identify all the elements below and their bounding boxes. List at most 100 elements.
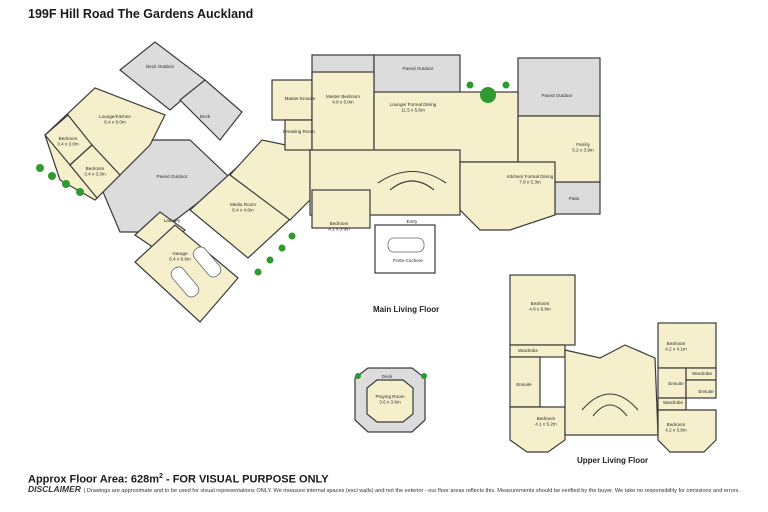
tree-g1	[254, 268, 262, 276]
room-name: Ensuite	[516, 382, 532, 387]
room-name: Wardrobe	[663, 400, 683, 405]
room-dimensions: 6.4 x 6.8m	[169, 257, 191, 262]
room-name: Bedroom	[86, 166, 105, 171]
room-name: Garage	[172, 251, 188, 256]
disclaimer-text: | Drawings are approximate and to be use…	[83, 488, 741, 494]
room-label-ensuite-u1: Ensuite	[516, 382, 532, 387]
room-dimensions: 6.4 x 4.6m	[232, 208, 254, 213]
room-dimensions: 6.4 x 6.0m	[104, 120, 126, 125]
room-label-master-ensuite: Master Ensuite	[285, 96, 316, 101]
room-name: Kitchen/ Formal Dining	[507, 174, 554, 179]
bedroom-main-floor	[311, 189, 371, 229]
main-floor-label: Main Living Floor	[373, 305, 440, 314]
dressing-room-floor	[284, 119, 313, 151]
car-garage-2	[192, 246, 222, 278]
ensuite-u3-floor	[657, 367, 687, 399]
room-name: Ensuite	[698, 389, 714, 394]
room-name: Paved Outdoor	[542, 93, 573, 98]
room-name: Wardrobe	[518, 348, 538, 353]
room-label-paved-outdoor-n: Paved Outdoor	[403, 66, 434, 71]
room-name: Paved Outdoor	[157, 174, 188, 179]
room-name: Deck	[382, 374, 393, 379]
room-name: Deck Outdoor	[146, 64, 175, 69]
tree-pr1	[355, 373, 361, 379]
ensuite-u4-floor	[685, 379, 717, 399]
floor-area: Approx Floor Area: 628m2 - FOR VISUAL PU…	[28, 473, 329, 486]
room-name: Bedroom	[59, 136, 78, 141]
room-label-wardrobe-u1: Wardrobe	[518, 348, 538, 353]
room-label-patio: Patio	[569, 196, 580, 201]
upper-staircase-inner	[592, 404, 628, 417]
room-name: Praying Room	[375, 394, 404, 399]
room-name: Lounge/ Formal Dining	[390, 102, 437, 107]
bedroom-u3-floor	[657, 322, 717, 369]
room-name: Patio	[569, 196, 580, 201]
room-label-deck-outdoor: Deck Outdoor	[146, 64, 175, 69]
tree-w3	[62, 180, 70, 188]
tree-w4	[76, 188, 84, 196]
room-name: Wardrobe	[692, 371, 712, 376]
room-dimensions: 4.8 x 6.0m	[332, 100, 354, 105]
tree-n3	[502, 81, 510, 89]
room-dimensions: 4.8 x 6.9m	[529, 307, 551, 312]
room-name: Bedroom	[531, 301, 550, 306]
tree-g3	[278, 244, 286, 252]
room-name: Bedroom	[537, 416, 556, 421]
room-label-wardrobe-u4: Wardrobe	[663, 400, 683, 405]
area-sup: 2	[159, 473, 163, 480]
upper-staircase	[581, 393, 639, 411]
room-name: Bedroom	[330, 221, 349, 226]
room-label-deck-pr: Deck	[382, 374, 393, 379]
room-label-entry: Entry	[407, 219, 418, 224]
room-dimensions: 3.4 x 3.3m	[84, 172, 106, 177]
bedroom-w2-floor	[69, 144, 121, 199]
ensuite-u1-floor	[509, 356, 541, 408]
room-label-ensuite-u4: Ensuite	[698, 389, 714, 394]
area-prefix: Approx Floor Area: 628m	[28, 473, 160, 486]
room-name: Deck	[200, 114, 211, 119]
bedroom-u4-floor	[657, 409, 717, 453]
room-name: Laundry	[164, 218, 181, 223]
room-dimensions: 4.1 x 3.9m	[328, 227, 350, 232]
room-name: Entry	[407, 219, 418, 224]
room-name: Master Bedroom	[326, 94, 360, 99]
tree-w1	[36, 164, 44, 172]
room-dimensions: 11.5 x 5.6m	[401, 108, 425, 113]
room-label-wardrobe-u3: Wardrobe	[692, 371, 712, 376]
disclaimer-label: DISCLAIMER	[28, 484, 81, 494]
main-staircase-inner	[389, 180, 435, 191]
room-name: Family	[576, 142, 590, 147]
room-label-deck: Deck	[200, 114, 211, 119]
room-dimensions: 3.6 x 3.6m	[379, 400, 401, 405]
room-name: Bedroom	[667, 422, 686, 427]
room-dimensions: 6.2 x 3.9m	[572, 148, 594, 153]
area-suffix: - FOR VISUAL PURPOSE ONLY	[162, 473, 329, 486]
room-dimensions: 4.2 x 3.6m	[665, 428, 687, 433]
room-name: Lounge/Kitchen	[99, 114, 131, 119]
room-name: Dressing Room	[283, 129, 315, 134]
tree-pr2	[421, 373, 427, 379]
upper-floor-label: Upper Living Floor	[577, 456, 649, 465]
room-label-paved-outdoor-e: Paved Outdoor	[542, 93, 573, 98]
disclaimer: DISCLAIMER| Drawings are approximate and…	[28, 484, 748, 495]
room-dimensions: 4.2 x 4.1m	[665, 347, 687, 352]
kitchen-floor	[459, 161, 556, 231]
tree-n1	[480, 87, 496, 103]
room-name: Master Ensuite	[285, 96, 316, 101]
room-label-dressing-room: Dressing Room	[283, 129, 315, 134]
